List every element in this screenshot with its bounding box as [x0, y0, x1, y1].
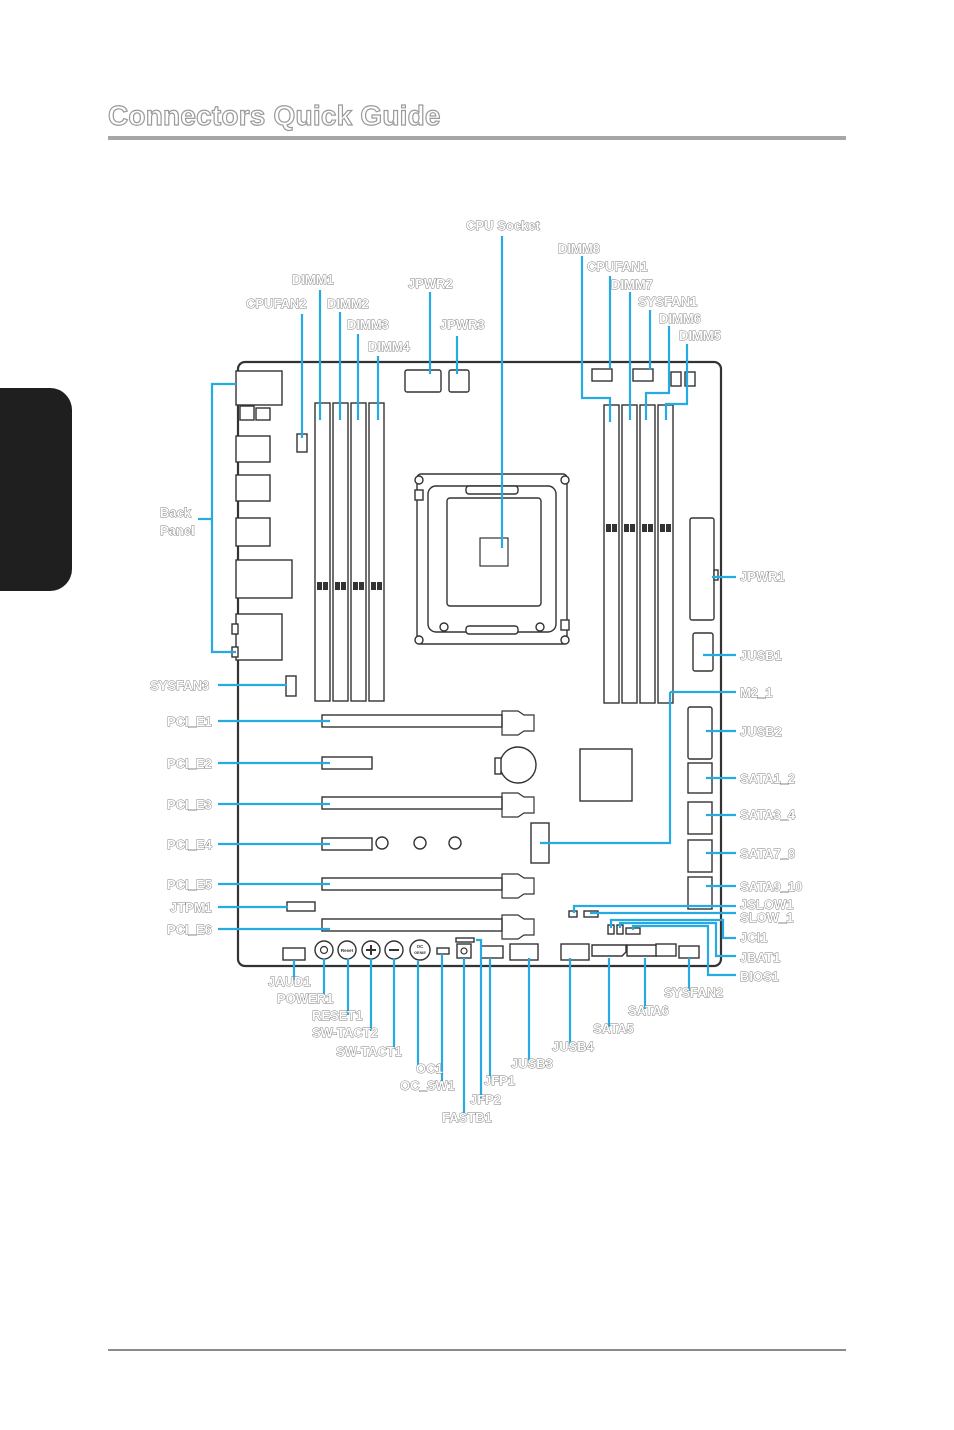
label-dimm8: DIMM8: [558, 241, 600, 256]
sata5-connector: [591, 944, 627, 957]
label-back-panel-1: Back: [160, 505, 192, 520]
label-sw-tact2: SW-TACT2: [312, 1025, 378, 1040]
cmos-battery: [499, 746, 537, 784]
leader-lines: [198, 236, 736, 1114]
jpwr2-connector: [404, 369, 442, 393]
jaud1-header: [282, 947, 306, 961]
right-dimm-slots: [603, 404, 674, 704]
label-jci1: JCI1: [740, 930, 767, 945]
jled-header-a: [670, 371, 682, 387]
oc-sw1-switch[interactable]: [436, 947, 450, 955]
label-jfp1: JFP1: [484, 1073, 515, 1088]
label-pci-e2: PCI_E2: [167, 756, 212, 771]
label-sysfan2: SYSFAN2: [664, 985, 723, 1000]
jtpm1-header: [286, 901, 316, 912]
label-sysfan1: SYSFAN1: [638, 294, 697, 309]
sata7-8-connector: [687, 839, 713, 873]
label-fastb1: FASTB1: [442, 1110, 492, 1125]
label-jpwr1: JPWR1: [740, 569, 785, 584]
label-jpwr3: JPWR3: [440, 317, 485, 332]
label-sata7-8: SATA7_8: [740, 846, 795, 861]
oc-genie-label: GENIE: [414, 951, 426, 955]
page-title: Connectors Quick Guide: [107, 99, 441, 131]
sysfan2-header: [678, 945, 700, 959]
title-rule: [108, 136, 846, 140]
sata3-4-connector: [687, 801, 713, 835]
fastb1-button[interactable]: [456, 943, 472, 959]
label-jbat1: JBAT1: [740, 950, 780, 965]
label-sata9-10: SATA9_10: [740, 879, 802, 894]
label-pci-e4: PCI_E4: [167, 837, 213, 852]
jusb2-header: [687, 706, 713, 760]
jled-header-b: [684, 371, 696, 387]
jusb1-header: [692, 632, 714, 672]
label-cpufan2: CPUFAN2: [246, 296, 307, 311]
jusb4-header: [560, 943, 590, 961]
label-jtpm1: JTPM1: [170, 900, 212, 915]
label-jusb2: JUSB2: [740, 724, 782, 739]
connector-labels: CPU Socket DIMM8 CPUFAN1 DIMM7 SYSFAN1 D…: [150, 218, 803, 1126]
label-oc1: OC1: [416, 1061, 443, 1076]
reset-button[interactable]: Reset: [337, 940, 357, 960]
label-power1: POWER1: [277, 991, 333, 1006]
label-sysfan3: SYSFAN3: [150, 678, 209, 693]
chapter-side-tab: [0, 388, 72, 591]
label-m2-1: M2_1: [740, 685, 773, 700]
chipset: [579, 748, 633, 802]
sata9-10-connector: [687, 876, 713, 910]
label-reset1: RESET1: [312, 1008, 363, 1023]
jusb3-header: [509, 943, 539, 961]
label-back-panel-2: Panel: [160, 523, 195, 538]
label-slow-1: SLOW_1: [740, 910, 793, 925]
jpwr3-connector: [448, 369, 470, 393]
footer-rule: [108, 1349, 846, 1351]
label-pci-e1: PCI_E1: [167, 714, 212, 729]
label-jusb1: JUSB1: [740, 648, 782, 663]
sw-tact1-button[interactable]: [384, 940, 404, 960]
label-dimm4: DIMM4: [368, 339, 411, 354]
label-bios1: BIOS1: [740, 969, 779, 984]
oc-genie-button[interactable]: OC GENIE: [409, 939, 431, 961]
cpufan1-header: [591, 368, 613, 382]
label-dimm6: DIMM6: [659, 311, 701, 326]
label-sata1-2: SATA1_2: [740, 771, 795, 786]
label-jfp2: JFP2: [470, 1092, 501, 1107]
label-dimm3: DIMM3: [347, 317, 389, 332]
jfp1-header: [480, 945, 504, 959]
label-jaud1: JAUD1: [268, 974, 311, 989]
label-dimm1: DIMM1: [292, 272, 334, 287]
label-dimm2: DIMM2: [327, 296, 369, 311]
label-cpufan1: CPUFAN1: [587, 259, 648, 274]
label-jpwr2: JPWR2: [408, 276, 453, 291]
jpwr1-connector: [689, 517, 715, 621]
reset-button-label: Reset: [341, 948, 354, 953]
label-oc-sw1: OC_SW1: [400, 1078, 455, 1093]
sw-tact2-button[interactable]: [361, 940, 381, 960]
label-pci-e6: PCI_E6: [167, 922, 212, 937]
label-sata5: SATA5: [593, 1021, 634, 1036]
label-dimm5: DIMM5: [679, 328, 721, 343]
label-pci-e3: PCI_E3: [167, 797, 212, 812]
pcie-slots: [321, 710, 535, 940]
label-jusb4: JUSB4: [552, 1039, 595, 1054]
cpu-socket: [414, 473, 570, 645]
label-sw-tact1: SW-TACT1: [336, 1044, 402, 1059]
back-panel-connectors: [231, 370, 293, 661]
left-dimm-slots: [314, 402, 385, 702]
label-pci-e5: PCI_E5: [167, 877, 212, 892]
label-jslow1: JSLOW1: [740, 897, 793, 912]
oc-button-label: OC: [417, 944, 425, 949]
sysfan3-header: [285, 675, 297, 697]
label-dimm7: DIMM7: [611, 277, 653, 292]
label-sata6: SATA6: [628, 1003, 669, 1018]
label-jusb3: JUSB3: [511, 1056, 553, 1071]
label-sata3-4: SATA3_4: [740, 807, 796, 822]
power-button[interactable]: [314, 940, 334, 960]
label-cpu-socket: CPU Socket: [466, 218, 540, 233]
sysfan1-header: [632, 368, 654, 382]
